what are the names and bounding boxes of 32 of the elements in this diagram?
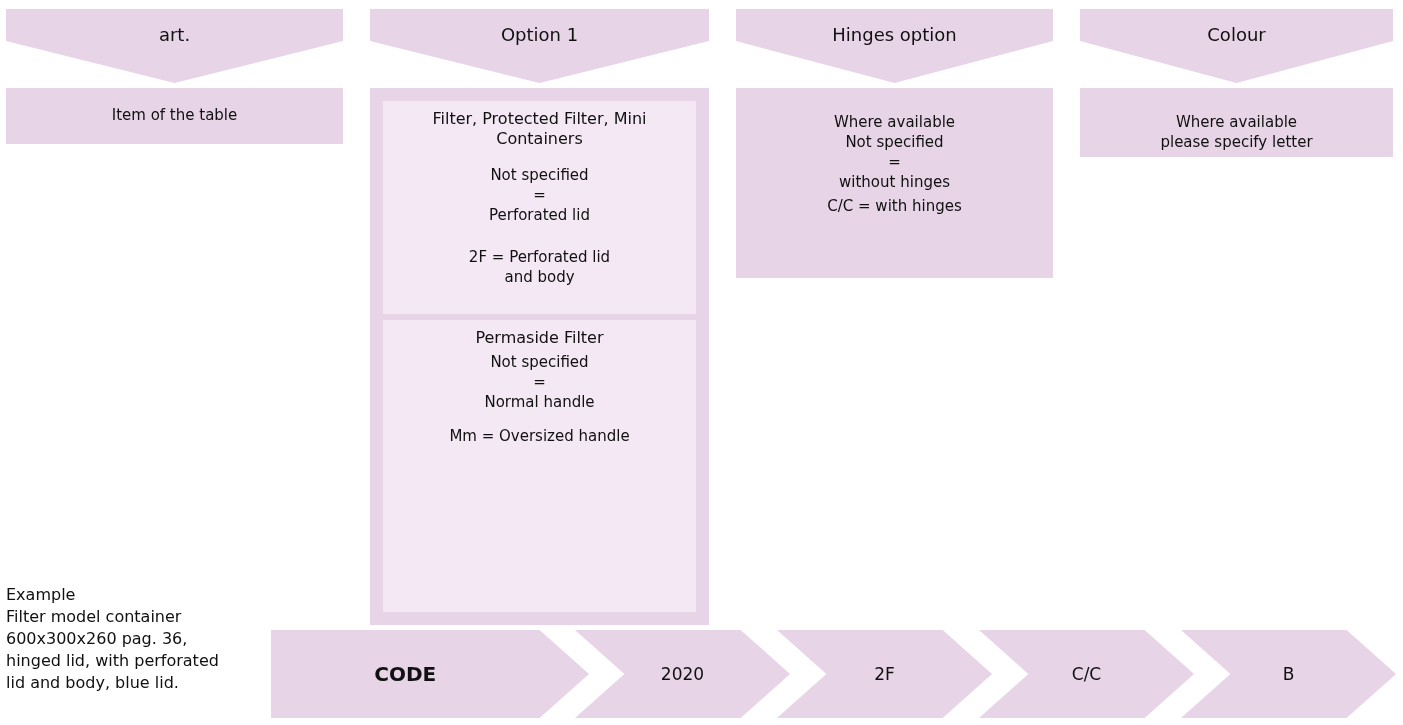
- panel-text: =: [532, 185, 547, 205]
- column-heading: art.: [157, 23, 192, 47]
- column-heading: Hinges option: [831, 23, 958, 47]
- panel-text: Not specified: [489, 165, 590, 185]
- code-segment-value: C/C: [1071, 664, 1102, 684]
- option-panel: [370, 88, 709, 625]
- code-label: CODE: [374, 662, 437, 686]
- example-text: Filter model container 600x300x260 pag. 36, hinged lid, with perforated lid and body, blue lid.: [6, 606, 220, 694]
- panel-text: Not specified: [844, 132, 945, 152]
- panel-text: Item of the table: [110, 105, 239, 125]
- panel-text: without hinges: [838, 172, 951, 192]
- panel-text: Where available: [832, 112, 957, 132]
- example-heading: Example: [6, 584, 77, 606]
- panel-text: Where available please specify letter: [1159, 112, 1314, 152]
- column-heading: Option 1: [499, 23, 580, 47]
- code-segment-value: 2F: [874, 664, 895, 684]
- info-panel: [6, 88, 343, 144]
- code-segment-value: B: [1282, 664, 1295, 684]
- info-panel: [1080, 88, 1393, 157]
- panel-heading: Filter, Protected Filter, Mini Containers: [431, 109, 648, 149]
- code-segment-value: 2020: [660, 664, 705, 684]
- panel-text: Perforated lid: [488, 205, 591, 225]
- column-heading: Colour: [1206, 23, 1267, 47]
- panel-text: Mm = Oversized handle: [448, 426, 631, 446]
- panel-heading: Permaside Filter: [474, 328, 605, 348]
- panel-text: 2F = Perforated lid and body: [467, 247, 612, 287]
- panel-text: C/C = with hinges: [826, 196, 963, 216]
- panel-text: =: [887, 152, 902, 172]
- info-panel: [736, 88, 1053, 278]
- panel-text: Normal handle: [483, 392, 596, 412]
- panel-text: =: [532, 372, 547, 392]
- panel-text: Not specified: [489, 352, 590, 372]
